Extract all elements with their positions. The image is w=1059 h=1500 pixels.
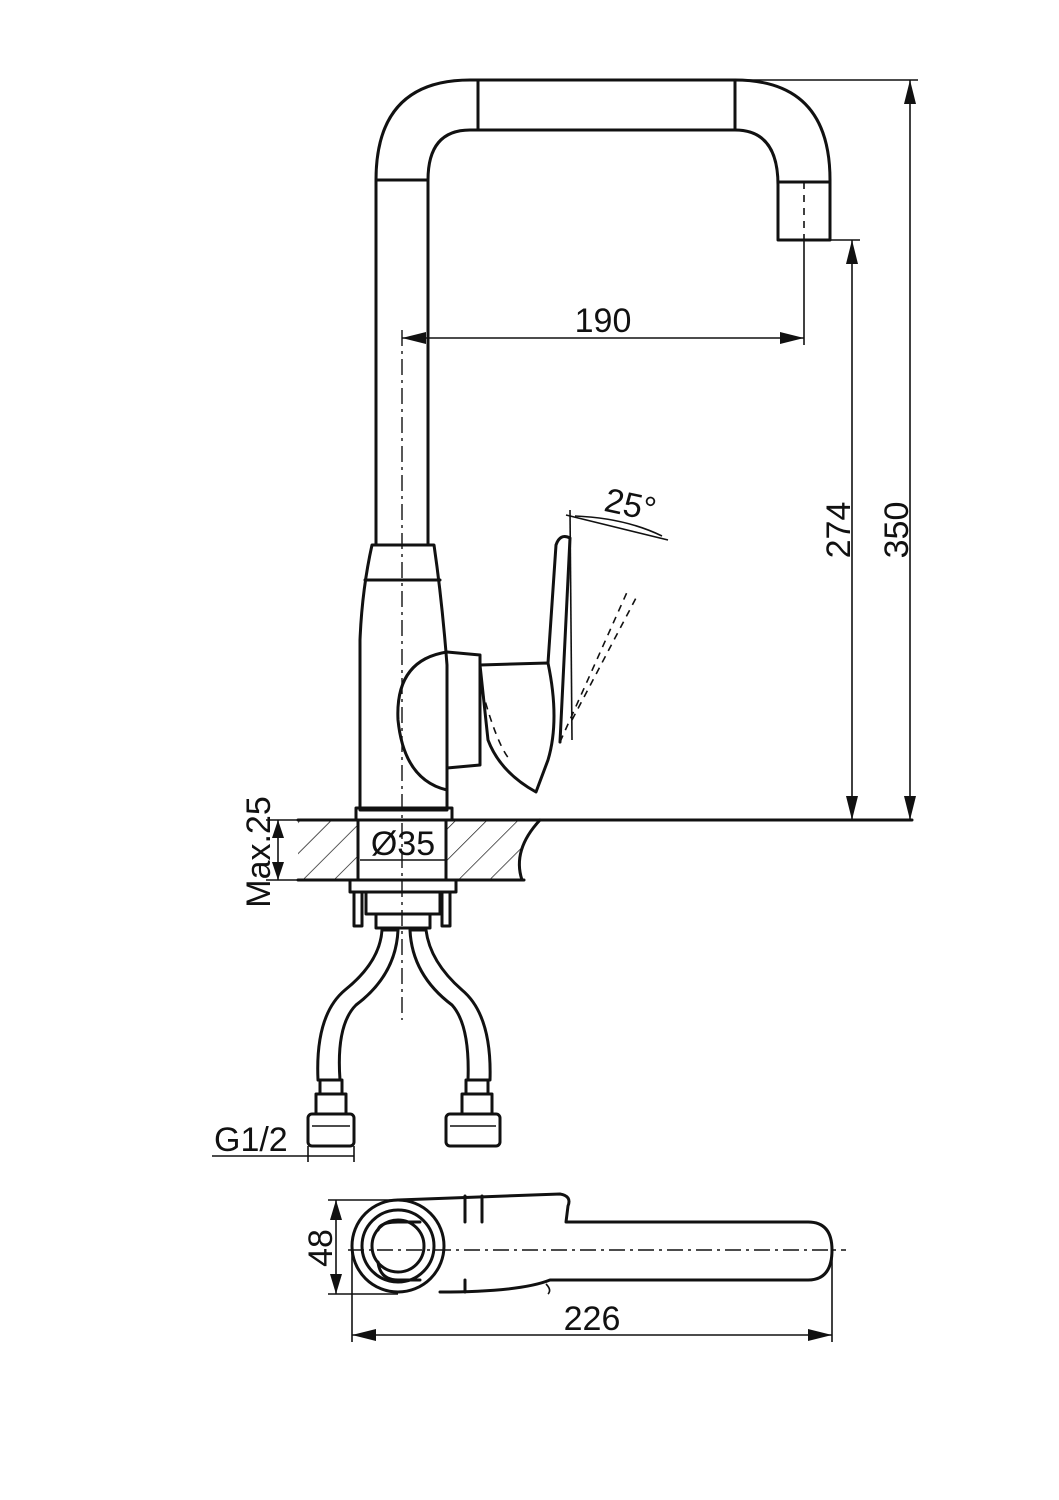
base-width-label: 48: [302, 1229, 340, 1267]
mounting-hardware: [348, 878, 458, 930]
thread-label: G1/2: [214, 1121, 288, 1159]
dimension-handle-angle: 25°: [601, 481, 659, 529]
dimension-reach: 190: [402, 240, 805, 345]
spout-outer-contour: [374, 78, 832, 547]
mount-hole-label: Ø35: [371, 825, 435, 863]
dimension-thread: G1/2: [212, 1121, 355, 1162]
lever-handle: [478, 509, 669, 794]
top-view: [348, 1192, 846, 1295]
side-view: [296, 78, 914, 1148]
dimension-mount-hole: Ø35: [360, 825, 446, 863]
spout: [374, 78, 832, 547]
faucet-body: [354, 543, 482, 822]
total-length-label: 226: [564, 1300, 621, 1338]
dimension-base-width: 48: [302, 1199, 398, 1295]
dimension-deck-thickness: Max.25: [240, 796, 300, 908]
dimension-total-length: 226: [351, 1250, 833, 1342]
deck-thickness-label: Max.25: [240, 796, 278, 908]
reach-label: 190: [575, 302, 632, 340]
handle-angle-label: 25°: [601, 481, 659, 529]
dimension-spout-height: 274: [820, 239, 860, 820]
total-height-label: 350: [878, 502, 916, 559]
flexible-hoses: [306, 928, 502, 1148]
dimension-total-height: 350: [735, 79, 918, 820]
spout-height-label: 274: [820, 502, 858, 559]
